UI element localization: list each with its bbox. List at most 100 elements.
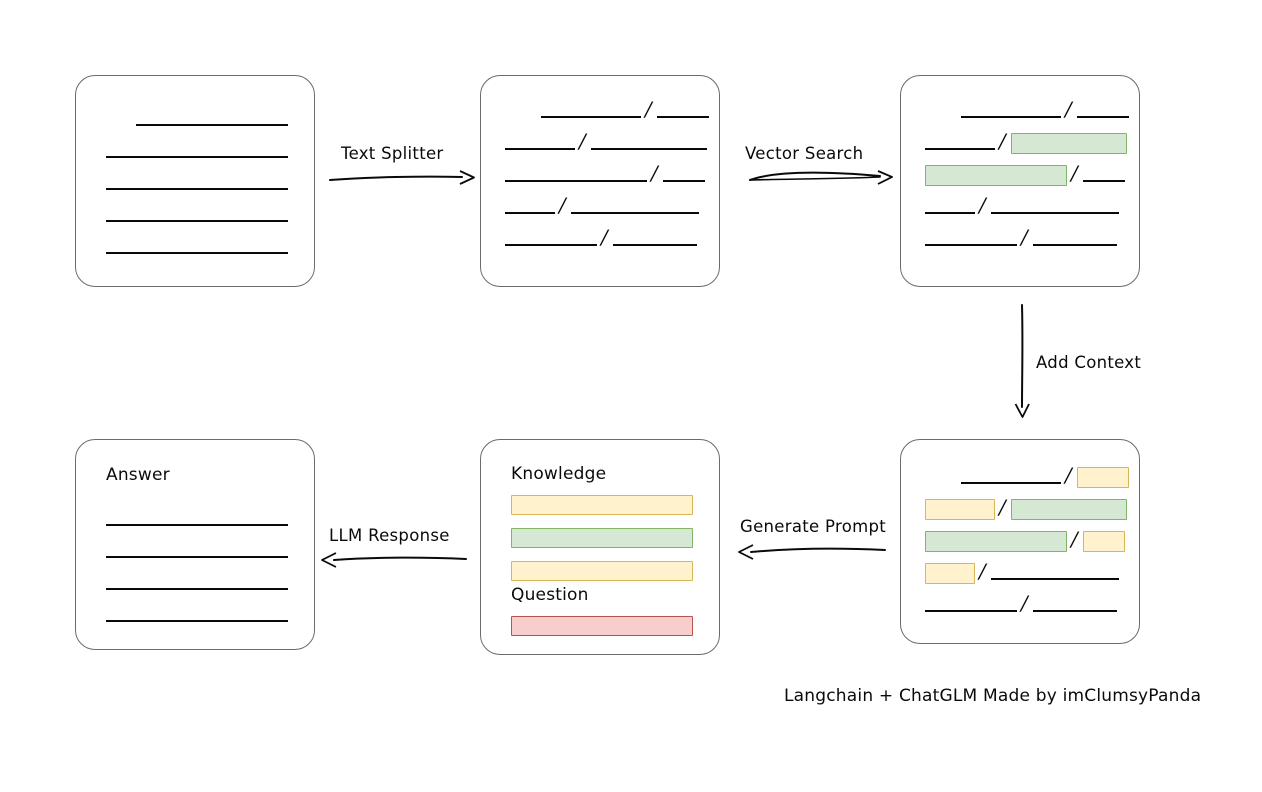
text-line-segment (106, 188, 288, 190)
chunk-segment-right (662, 180, 705, 182)
text-line-segment (106, 220, 288, 222)
text-line-segment (106, 524, 288, 526)
document-line (76, 172, 316, 194)
chunk-separator-slash: / (645, 97, 652, 121)
chunk-segment-left (961, 482, 1061, 484)
chunk-row: / (961, 97, 1129, 122)
chunk-row: / (925, 559, 1119, 584)
chunk-row: / (925, 129, 1127, 154)
question-bar-red (511, 616, 693, 636)
chunk-segment-left (505, 148, 575, 150)
chunk-separator-slash: / (1065, 463, 1072, 487)
chunk-segment-right-highlight-yellow (1076, 466, 1129, 488)
document-line (76, 236, 316, 258)
chunk-separator-slash: / (1021, 591, 1028, 615)
node-prompt[interactable]: Knowledge Question (480, 439, 720, 655)
knowledge-bar-yellow (511, 495, 693, 515)
document-line (76, 108, 316, 130)
chunk-segment-right (570, 212, 699, 214)
chunk-segment-left (505, 180, 647, 182)
arrow-generate-prompt (738, 544, 886, 560)
text-line-segment (136, 124, 288, 126)
chunk-segment-left-highlight-green (925, 164, 1067, 186)
chunk-segment-right (656, 116, 709, 118)
chunk-segment-right (612, 244, 697, 246)
answer-line (76, 604, 316, 626)
answer-line (76, 508, 316, 530)
chunk-segment-right (590, 148, 707, 150)
chunk-separator-slash: / (1071, 527, 1078, 551)
chunk-separator-slash: / (579, 129, 586, 153)
chunk-segment-left (925, 212, 975, 214)
edge-label-generate-prompt: Generate Prompt (740, 517, 886, 536)
chunk-row: / (925, 161, 1125, 186)
chunk-row: / (505, 227, 697, 250)
text-line-segment (106, 620, 288, 622)
text-line-segment (106, 556, 288, 558)
chunk-row: / (505, 129, 707, 154)
chunk-segment-right-highlight-green (1010, 132, 1127, 154)
node-answer[interactable]: Answer (75, 439, 315, 650)
node-split-chunks[interactable]: / / / / / (480, 75, 720, 287)
chunk-segment-left-highlight-green (925, 530, 1067, 552)
chunk-segment-left (541, 116, 641, 118)
knowledge-bar-yellow (511, 561, 693, 581)
chunk-separator-slash: / (979, 559, 986, 583)
chunk-segment-right (990, 212, 1119, 214)
knowledge-bar-green (511, 528, 693, 548)
chunk-separator-slash: / (999, 495, 1006, 519)
chunk-row: / (925, 527, 1125, 552)
question-title: Question (511, 585, 589, 605)
chunk-segment-right (1076, 116, 1129, 118)
chunk-row: / (505, 193, 699, 218)
chunk-segment-right-highlight-green (1010, 498, 1127, 520)
chunk-row: / (925, 193, 1119, 218)
chunk-row: / (961, 463, 1129, 488)
chunk-separator-slash: / (1021, 225, 1028, 249)
arrow-llm-response (321, 552, 467, 568)
arrow-add-context (1014, 304, 1030, 418)
chunk-row: / (925, 495, 1127, 520)
chunk-segment-left (925, 610, 1017, 612)
chunk-separator-slash: / (651, 161, 658, 185)
diagram-caption: Langchain + ChatGLM Made by imClumsyPand… (784, 686, 1202, 706)
text-line-segment (106, 588, 288, 590)
chunk-segment-left (505, 244, 597, 246)
answer-line (76, 540, 316, 562)
chunk-row: / (925, 225, 1117, 250)
chunk-segment-right (1032, 610, 1117, 612)
edge-label-vector-search: Vector Search (745, 144, 864, 163)
chunk-segment-left (505, 212, 555, 214)
chunk-segment-right (1082, 180, 1125, 182)
answer-title: Answer (106, 465, 170, 485)
chunk-segment-left (925, 244, 1017, 246)
chunk-row: / (505, 161, 705, 186)
chunk-segment-right (990, 578, 1119, 580)
chunk-separator-slash: / (979, 193, 986, 217)
chunk-separator-slash: / (999, 129, 1006, 153)
chunk-segment-right-highlight-yellow (1082, 530, 1125, 552)
chunk-separator-slash: / (1065, 97, 1072, 121)
chunk-row: / (541, 97, 709, 122)
chunk-segment-left-highlight-yellow (925, 562, 975, 584)
chunk-separator-slash: / (559, 193, 566, 217)
document-line (76, 140, 316, 162)
answer-line (76, 572, 316, 594)
edge-label-llm-response: LLM Response (329, 526, 450, 545)
text-line-segment (106, 156, 288, 158)
chunk-segment-left-highlight-yellow (925, 498, 995, 520)
chunk-segment-right (1032, 244, 1117, 246)
chunk-row: / (925, 591, 1117, 616)
node-vector-matches[interactable]: / / / / / (900, 75, 1140, 287)
node-context-chunks[interactable]: / / / / / (900, 439, 1140, 644)
edge-label-add-context: Add Context (1036, 353, 1142, 372)
text-line-segment (106, 252, 288, 254)
edge-label-text-splitter: Text Splitter (341, 144, 444, 163)
node-source-document[interactable] (75, 75, 315, 287)
chunk-segment-left (925, 148, 995, 150)
chunk-segment-left (961, 116, 1061, 118)
chunk-separator-slash: / (1071, 161, 1078, 185)
arrow-vector-search (749, 170, 893, 185)
document-line (76, 204, 316, 226)
